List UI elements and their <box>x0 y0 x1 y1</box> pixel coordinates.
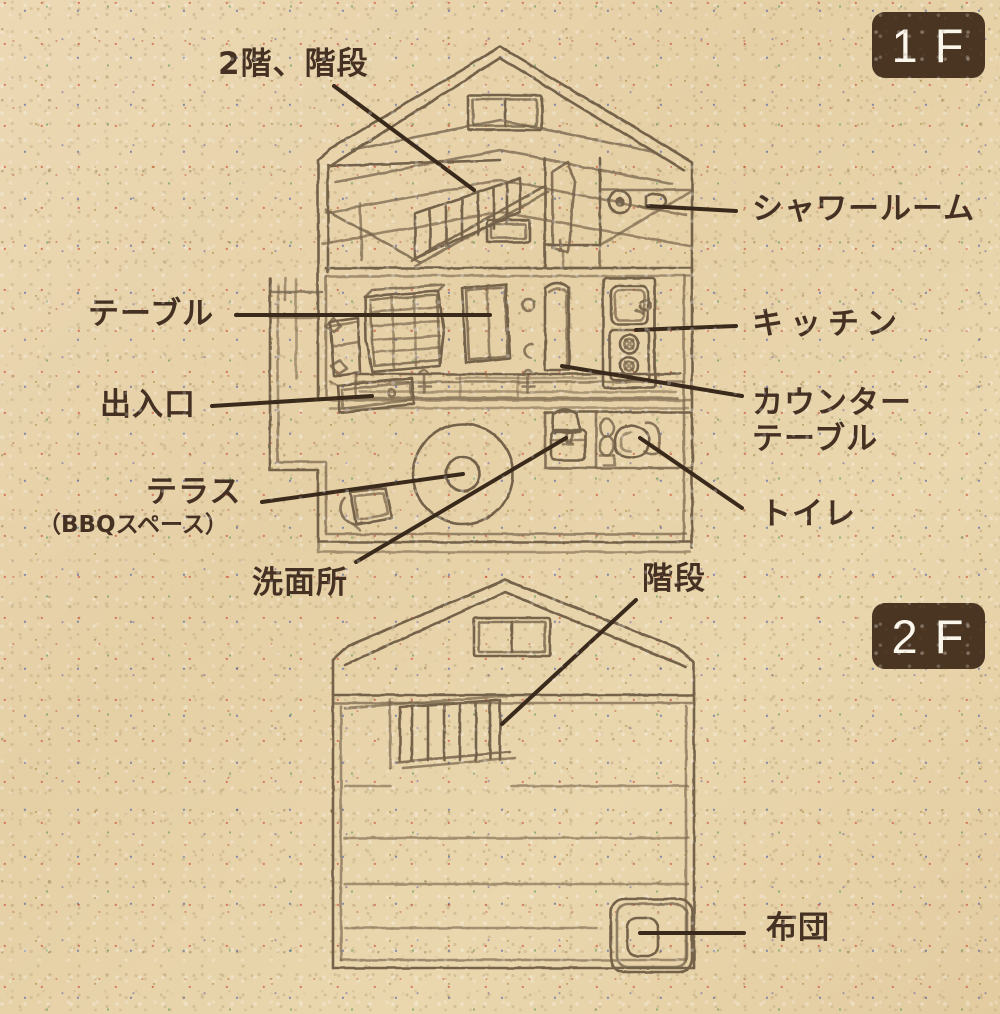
staircase-f2 <box>343 694 517 770</box>
leader-stairs-f2 <box>500 598 638 726</box>
sanitary-area <box>543 408 692 470</box>
label-shower-room: シャワールーム <box>752 191 976 227</box>
terrace-round-table <box>411 422 515 526</box>
toilet-bowl <box>613 423 651 459</box>
kitchen-unit <box>601 276 657 390</box>
leader-shower-room <box>646 204 738 213</box>
shower-room-box <box>543 156 602 247</box>
leader-toilet <box>638 436 744 510</box>
roof-outline-f2 <box>331 578 696 702</box>
sofa <box>363 283 446 374</box>
futon <box>609 897 694 974</box>
leader-terrace <box>260 472 465 504</box>
floor2-drawing <box>331 578 696 974</box>
label-washroom: 洗面所 <box>252 565 348 601</box>
floor-badge-1f: 1 F <box>872 12 985 78</box>
roof-outline <box>316 45 694 270</box>
terrace-area <box>268 418 694 554</box>
label-entrance: 出入口 <box>100 387 196 423</box>
terrace-chair <box>339 486 394 532</box>
attic-window-f1 <box>466 93 544 132</box>
burner-1 <box>618 333 640 355</box>
leader-washroom <box>354 436 568 564</box>
label-terrace-sub: （BBQスペース） <box>38 512 228 538</box>
leader-kitchen <box>634 324 738 332</box>
dining-table <box>460 282 512 365</box>
label-counter-table-line2: テーブル <box>752 421 879 457</box>
stove-top <box>608 328 651 382</box>
leader-counter-table <box>560 364 744 398</box>
floor1-drawing <box>268 45 694 554</box>
label-kitchen: キッチン <box>752 306 904 342</box>
floor2-leader-lines <box>500 598 746 935</box>
kitchen-faucet <box>638 299 652 312</box>
center-pillar <box>543 281 571 372</box>
label-terrace: テラス <box>146 474 242 510</box>
floor1-leader-lines <box>210 84 744 564</box>
attic-window-f2 <box>472 616 552 658</box>
staircase-f1 <box>413 176 522 260</box>
floor-badge-2f: 2 F <box>872 603 985 669</box>
loft-window <box>485 218 532 244</box>
label-futon: 布団 <box>766 910 830 946</box>
label-counter-table-line1: カウンター <box>752 385 912 421</box>
roof-ridge-inner-f2 <box>343 590 688 669</box>
roof-ridge-inner <box>328 56 686 172</box>
pillow <box>625 916 660 958</box>
label-stairs-upper: 2階、階段 <box>218 46 369 82</box>
label-toilet: トイレ <box>760 496 856 532</box>
leader-stairs-upper <box>332 84 476 192</box>
kitchen-sink <box>609 284 650 326</box>
side-table <box>324 316 362 378</box>
label-stairs-f2: 階段 <box>642 561 706 597</box>
label-table: テーブル <box>88 296 215 332</box>
loft-left-diagonal <box>328 158 502 168</box>
shower-knob <box>607 189 633 215</box>
leader-entrance <box>210 394 374 408</box>
